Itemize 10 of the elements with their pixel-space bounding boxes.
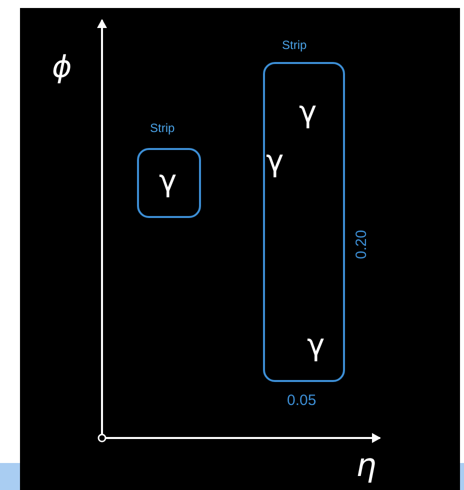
photon-symbol: γ [159,166,177,198]
axis-label: η [356,446,376,484]
strip-label: Strip [150,121,175,135]
photon-symbol: γ [266,146,284,178]
strip-label: Strip [282,38,307,52]
dimension-label: 0.20 [353,230,370,260]
axis-label: ϕ [52,50,72,85]
dimension-label: 0.05 [287,392,316,409]
photon-symbol: γ [299,97,317,129]
photon-symbol: γ [307,330,325,362]
